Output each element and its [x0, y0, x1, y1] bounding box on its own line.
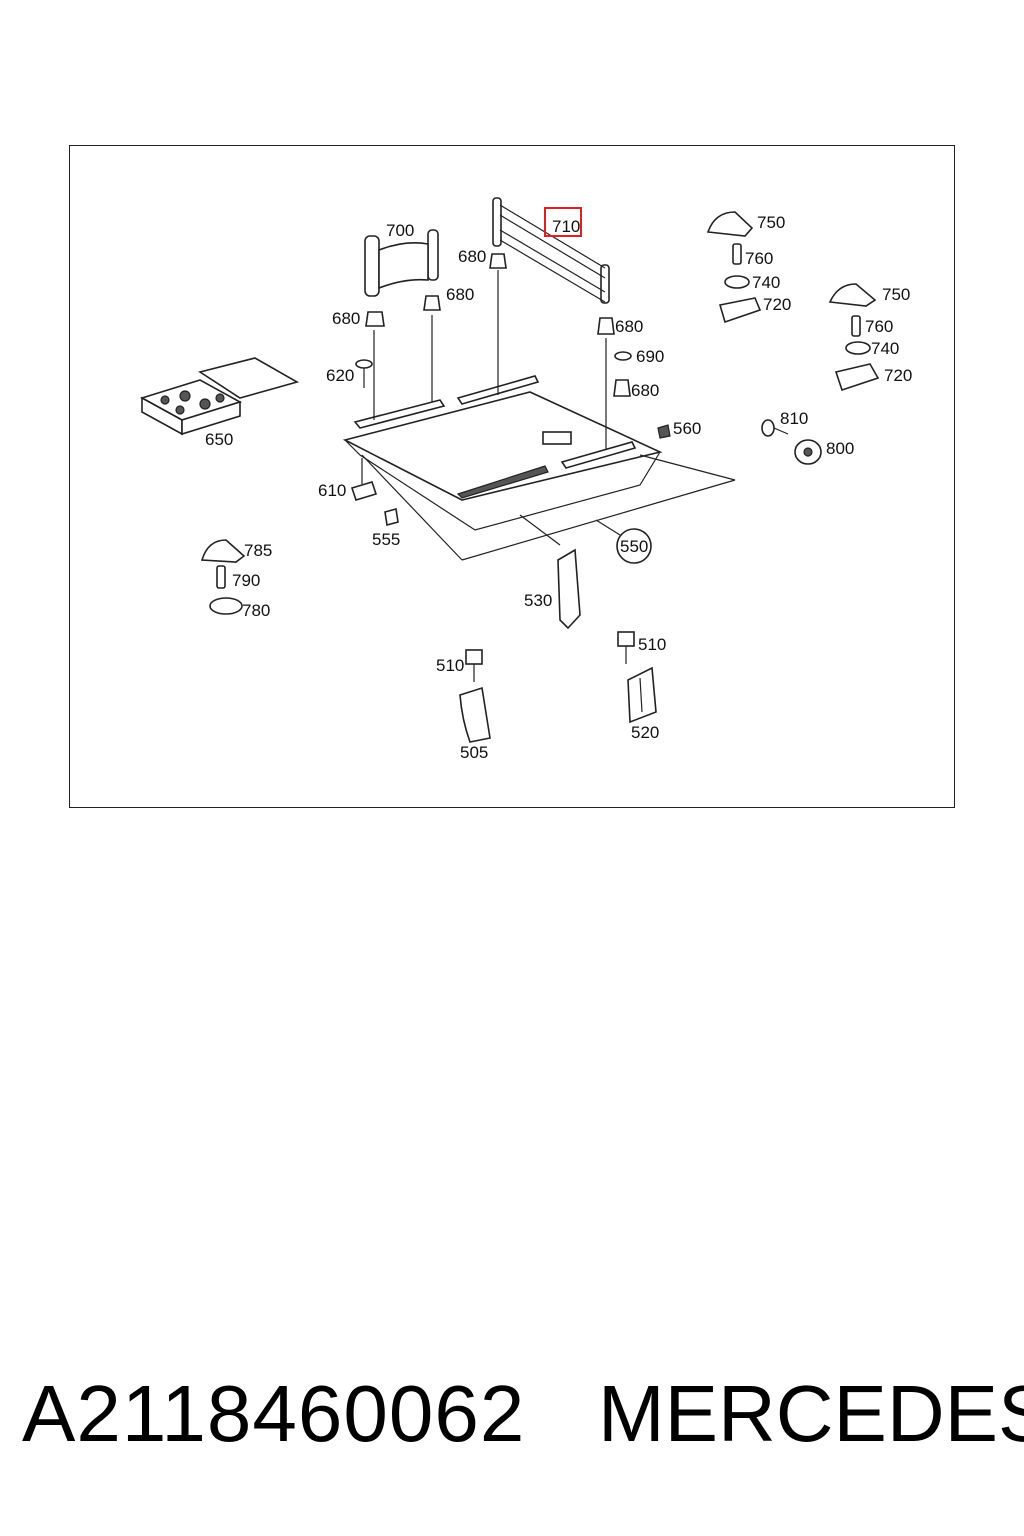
highlight-710-box — [544, 207, 582, 237]
callout-760-a: 760 — [745, 249, 773, 268]
clip-610 — [350, 458, 378, 501]
accessory-kit-650 — [139, 357, 300, 436]
callout-550-circle — [616, 528, 652, 564]
knobs-680 — [365, 253, 631, 397]
callout-510-a: 510 — [436, 656, 464, 675]
callout-620: 620 — [326, 366, 354, 385]
parts-diagram: 700 710 750 750 680 680 680 680 680 760 … — [139, 197, 912, 762]
callout-550: 550 — [620, 537, 648, 556]
bracket-520 — [627, 666, 657, 724]
callout-690: 690 — [636, 347, 664, 366]
callout-650: 650 — [205, 430, 233, 449]
callout-785: 785 — [244, 541, 272, 560]
callout-740-b: 740 — [871, 339, 899, 358]
bolt-510-left — [465, 649, 483, 682]
callout-680-c: 680 — [332, 309, 360, 328]
callout-750-a: 750 — [757, 213, 785, 232]
bolt-810 — [761, 419, 789, 437]
callout-680-e: 680 — [631, 381, 659, 400]
mount-set-upper — [706, 211, 762, 324]
callout-750-b: 750 — [882, 285, 910, 304]
part-number: A2118460062 — [22, 1369, 526, 1458]
bolt-510-right — [617, 631, 635, 664]
nut-800 — [794, 439, 822, 465]
callout-760-b: 760 — [865, 317, 893, 336]
callout-810: 810 — [780, 409, 808, 428]
callout-505: 505 — [460, 743, 488, 762]
callout-700: 700 — [386, 221, 414, 240]
mount-set-left — [200, 539, 246, 615]
callout-510-b: 510 — [638, 635, 666, 654]
callout-560: 560 — [673, 419, 701, 438]
bracket-530 — [557, 548, 581, 630]
callout-680-a: 680 — [458, 247, 486, 266]
callout-520: 520 — [631, 723, 659, 742]
callout-720-a: 720 — [763, 295, 791, 314]
rails — [353, 375, 637, 499]
clip-690 — [614, 351, 632, 361]
callout-680-d: 680 — [615, 317, 643, 336]
floor-panel-550 — [342, 391, 736, 561]
clip-560 — [657, 424, 671, 439]
callout-555: 555 — [372, 530, 400, 549]
callout-530: 530 — [524, 591, 552, 610]
brand-name: MERCEDES — [598, 1369, 1024, 1458]
bracket-505 — [459, 686, 491, 743]
callout-680-b: 680 — [446, 285, 474, 304]
callout-800: 800 — [826, 439, 854, 458]
callout-780: 780 — [242, 601, 270, 620]
screw-620 — [355, 359, 373, 388]
callout-610: 610 — [318, 481, 346, 500]
pad-555 — [384, 507, 399, 527]
callout-740-a: 740 — [752, 273, 780, 292]
callout-710[interactable]: 710 — [552, 217, 580, 236]
mount-set-right — [828, 283, 880, 392]
roller-blind-700 — [364, 229, 439, 420]
callout-790: 790 — [232, 571, 260, 590]
callout-720-b: 720 — [884, 366, 912, 385]
